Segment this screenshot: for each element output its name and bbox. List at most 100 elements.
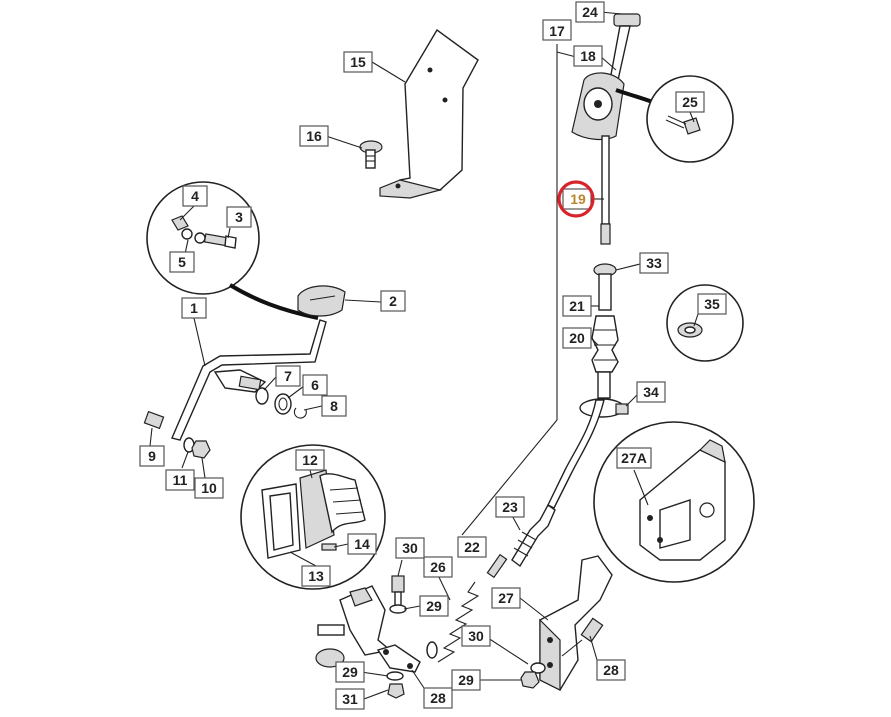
clip-part-8[interactable]	[293, 407, 307, 419]
label-3[interactable]: 3	[226, 206, 252, 228]
label-27[interactable]: 27	[491, 587, 521, 609]
label-11[interactable]: 11	[165, 469, 195, 491]
nut-part-31[interactable]	[387, 683, 405, 699]
svg-text:1: 1	[190, 300, 198, 316]
label-12[interactable]: 12	[295, 449, 325, 471]
washer-part-29-left-top[interactable]	[389, 604, 407, 614]
svg-text:21: 21	[569, 298, 585, 314]
svg-text:35: 35	[704, 296, 720, 312]
lever-housing-part-18[interactable]	[571, 72, 625, 141]
pedal-lever-part-1[interactable]	[171, 319, 327, 441]
svg-text:28: 28	[603, 662, 619, 678]
label-29-right[interactable]: 29	[451, 669, 481, 691]
label-10[interactable]: 10	[194, 477, 224, 499]
label-17[interactable]: 17	[542, 19, 572, 41]
svg-text:16: 16	[306, 128, 322, 144]
detail-circle-screw-25	[646, 75, 734, 163]
label-15[interactable]: 15	[343, 51, 373, 73]
svg-text:9: 9	[148, 448, 156, 464]
svg-text:26: 26	[430, 559, 446, 575]
label-14[interactable]: 14	[347, 533, 377, 555]
svg-text:29: 29	[342, 664, 358, 680]
nut-part-10[interactable]	[191, 440, 211, 459]
bracket-part-27[interactable]	[539, 555, 613, 691]
svg-text:20: 20	[569, 330, 585, 346]
label-35[interactable]: 35	[697, 293, 727, 315]
label-31[interactable]: 31	[335, 688, 365, 710]
label-1[interactable]: 1	[181, 297, 207, 319]
detail-circle-bracket-27a	[593, 421, 755, 583]
control-lever-part-24[interactable]	[609, 13, 641, 81]
stud-part-9[interactable]	[143, 410, 165, 430]
svg-text:15: 15	[350, 54, 366, 70]
spring-part-26[interactable]	[426, 581, 480, 663]
rod-part-19[interactable]	[600, 135, 611, 245]
label-22[interactable]: 22	[457, 536, 487, 558]
label-6[interactable]: 6	[302, 374, 328, 396]
svg-text:14: 14	[354, 536, 370, 552]
svg-text:27A: 27A	[621, 450, 647, 466]
leader-lines	[149, 11, 699, 700]
label-26[interactable]: 26	[423, 556, 453, 578]
label-34[interactable]: 34	[636, 381, 666, 403]
svg-text:24: 24	[582, 4, 598, 20]
washer-part-30-right[interactable]	[530, 662, 546, 674]
svg-text:27: 27	[498, 590, 514, 606]
label-5[interactable]: 5	[169, 251, 195, 273]
nut-part-29-right[interactable]	[520, 671, 540, 689]
label-27a[interactable]: 27A	[616, 447, 652, 469]
svg-text:5: 5	[178, 254, 186, 270]
svg-text:6: 6	[311, 377, 319, 393]
washer-part-29-left-bottom[interactable]	[386, 671, 404, 681]
collar-part-33[interactable]	[593, 263, 617, 311]
washer-part-7[interactable]	[255, 387, 269, 405]
linkage-assembly[interactable]	[315, 585, 392, 668]
svg-text:11: 11	[173, 472, 188, 488]
label-16[interactable]: 16	[299, 125, 329, 147]
bracket-part-15[interactable]	[379, 28, 479, 199]
label-30-right[interactable]: 30	[461, 625, 491, 647]
svg-text:30: 30	[468, 628, 484, 644]
bellows-part-20[interactable]	[591, 315, 619, 399]
svg-text:7: 7	[284, 368, 292, 384]
label-18[interactable]: 18	[573, 45, 603, 67]
label-24[interactable]: 24	[575, 1, 605, 23]
label-2[interactable]: 2	[380, 290, 406, 312]
svg-text:4: 4	[191, 188, 199, 204]
svg-text:28: 28	[430, 690, 446, 706]
label-19-highlighted[interactable]: 19	[557, 180, 595, 218]
cable-part-21[interactable]	[547, 399, 605, 509]
cable-end-part-23[interactable]	[486, 503, 556, 579]
detail-circle-boot-assembly	[240, 444, 386, 590]
bolt-part-30-left[interactable]	[391, 575, 405, 607]
label-28-right[interactable]: 28	[596, 659, 626, 681]
label-33[interactable]: 33	[639, 252, 669, 274]
bolt-part-28-right[interactable]	[561, 617, 604, 657]
svg-text:22: 22	[464, 539, 480, 555]
label-7[interactable]: 7	[275, 365, 301, 387]
label-29-left-top[interactable]: 29	[419, 595, 449, 617]
screw-part-16[interactable]	[359, 140, 383, 169]
svg-text:29: 29	[426, 598, 442, 614]
svg-text:13: 13	[308, 568, 324, 584]
label-8[interactable]: 8	[321, 395, 347, 417]
label-21[interactable]: 21	[562, 295, 592, 317]
label-9[interactable]: 9	[139, 445, 165, 467]
label-25[interactable]: 25	[675, 91, 705, 113]
spring-part-6[interactable]	[274, 393, 292, 415]
label-29-left-bottom[interactable]: 29	[335, 661, 365, 683]
svg-text:23: 23	[502, 499, 518, 515]
label-20[interactable]: 20	[562, 327, 592, 349]
label-4[interactable]: 4	[182, 185, 208, 207]
label-13[interactable]: 13	[301, 565, 331, 587]
svg-text:19: 19	[570, 191, 586, 207]
label-23[interactable]: 23	[495, 496, 525, 518]
svg-text:18: 18	[580, 48, 596, 64]
label-30-left[interactable]: 30	[395, 537, 425, 559]
svg-text:3: 3	[235, 209, 243, 225]
svg-text:34: 34	[643, 384, 659, 400]
pedal-pad-part-2[interactable]	[297, 285, 346, 317]
label-28-left[interactable]: 28	[423, 687, 453, 709]
plate-part-28-left[interactable]	[376, 644, 421, 673]
